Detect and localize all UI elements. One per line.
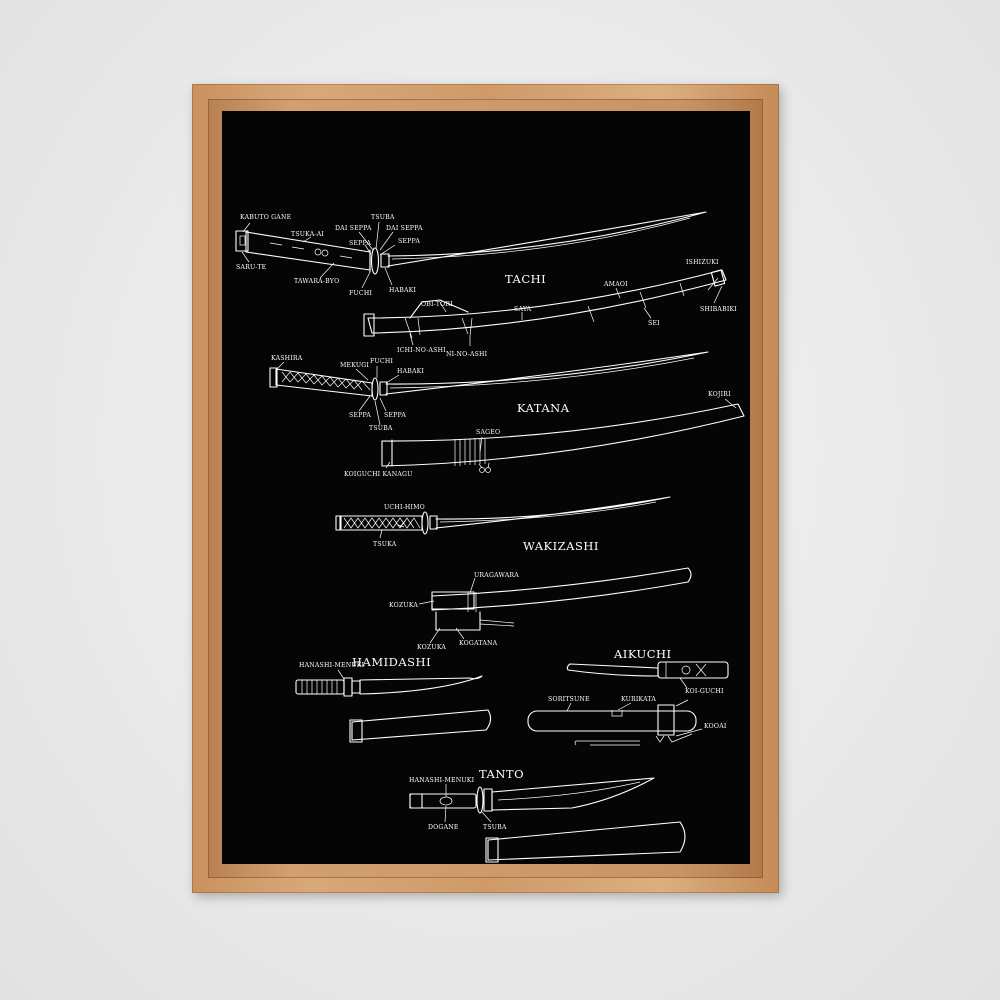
hamidashi-knife [295, 675, 483, 697]
label-saru-te: SARU-TE [236, 264, 267, 271]
label-koi-guchi: KOI-GUCHI [685, 688, 724, 695]
katana-saya [381, 403, 745, 473]
label-dogane: DOGANE [428, 824, 459, 831]
label-dai-seppa-1: DAI SEPPA [335, 225, 372, 232]
label-ishizuki: ISHIZUKI [686, 259, 719, 266]
label-tsuba: TSUBA [369, 425, 393, 432]
label-kooai: KOOAI [704, 723, 727, 730]
label-tsuka: TSUKA [373, 541, 397, 548]
label-sei: SEI [648, 320, 660, 327]
label-seppa-1: SEPPA [349, 412, 371, 419]
label-hanashi-menuki: HANASHI-MENUKI [409, 777, 475, 784]
tanto-knife [409, 777, 655, 814]
hamidashi-callout-lines [337, 669, 345, 680]
title-wakizashi: WAKIZASHI [523, 539, 599, 553]
label-kozuka-2: KOZUKA [417, 644, 446, 651]
label-fuchi: FUCHI [370, 358, 393, 365]
label-tsuka-ai: TSUKA-AI [291, 231, 324, 238]
title-katana: KATANA [517, 401, 570, 415]
hamidashi-labels: HAMIDASHI HANASHI-MENUKI [299, 655, 431, 669]
katana-sword [269, 351, 709, 401]
label-ichi-no-ashi: ICHI-NO-ASHI [397, 347, 446, 354]
label-obi-tori: OBI-TORI [421, 301, 453, 308]
hamidashi-saya [349, 709, 492, 743]
tachi-sword [235, 211, 707, 275]
title-aikuchi: AIKUCHI [613, 647, 672, 661]
label-saya: SAYA [514, 306, 532, 313]
label-hanashi-menuki: HANASHI-MENUKI [299, 662, 365, 669]
wakizashi-labels: UCHI-HIMO TSUKA WAKIZASHI URAGAWARA KOZU… [373, 504, 599, 651]
katana-labels: KASHIRA MEKUGI FUCHI HABAKI SEPPA SEPPA … [271, 355, 731, 478]
title-hamidashi: HAMIDASHI [352, 655, 431, 669]
label-koiguchi-kanagu: KOIGUCHI KANAGU [344, 471, 413, 478]
label-dai-seppa-2: DAI SEPPA [386, 225, 423, 232]
sword-diagram: KABUTO GANE TSUKA-AI DAI SEPPA TSUBA DAI… [235, 211, 745, 863]
label-tawara-byo: TAWARA-BYO [294, 278, 339, 285]
tachi-saya [363, 269, 727, 339]
label-kojiri: KOJIRI [708, 391, 731, 398]
wakizashi-saya [431, 567, 692, 631]
tanto-saya [485, 821, 686, 863]
aikuchi-saya [527, 704, 697, 746]
tachi-labels: KABUTO GANE TSUKA-AI DAI SEPPA TSUBA DAI… [236, 214, 737, 358]
label-shibabiki: SHIBABIKI [700, 306, 737, 313]
label-kozuka-1: KOZUKA [389, 602, 418, 609]
label-habaki: HABAKI [397, 368, 425, 375]
label-kashira: KASHIRA [271, 355, 303, 362]
tachi-callout-lines [241, 221, 723, 346]
title-tachi: TACHI [505, 272, 546, 286]
title-tanto: TANTO [479, 767, 524, 781]
aikuchi-knife [566, 661, 729, 679]
tanto-callout-lines [444, 784, 492, 823]
label-seppa-1: SEPPA [349, 240, 371, 247]
label-kogatana: KOGATANA [459, 640, 498, 647]
label-habaki: HABAKI [389, 287, 417, 294]
label-fuchi: FUCHI [349, 290, 372, 297]
wakizashi-sword [335, 496, 671, 535]
label-tsuba: TSUBA [483, 824, 507, 831]
aikuchi-callout-lines [566, 677, 703, 743]
label-tsuba: TSUBA [371, 214, 395, 221]
label-sageo: SAGEO [476, 429, 500, 436]
poster: KABUTO GANE TSUKA-AI DAI SEPPA TSUBA DAI… [222, 111, 750, 864]
label-mekugi: MEKUGI [340, 362, 369, 369]
label-kabuto-gane: KABUTO GANE [240, 214, 292, 221]
label-uchi-himo: UCHI-HIMO [384, 504, 425, 511]
label-soritsune: SORITSUNE [548, 696, 590, 703]
aikuchi-labels: AIKUCHI KOI-GUCHI SORITSUNE KURIKATA KOO… [548, 647, 727, 730]
label-seppa-2: SEPPA [398, 238, 420, 245]
label-ni-no-ashi: NI-NO-ASHI [446, 351, 488, 358]
label-kurikata: KURIKATA [621, 696, 656, 703]
wakizashi-callout-lines [379, 520, 476, 644]
tanto-labels: TANTO HANASHI-MENUKI DOGANE TSUBA [409, 767, 524, 831]
katana-callout-lines [275, 361, 737, 469]
label-amaoi: AMAOI [603, 281, 628, 288]
label-uragawara: URAGAWARA [474, 572, 519, 579]
label-seppa-2: SEPPA [384, 412, 406, 419]
